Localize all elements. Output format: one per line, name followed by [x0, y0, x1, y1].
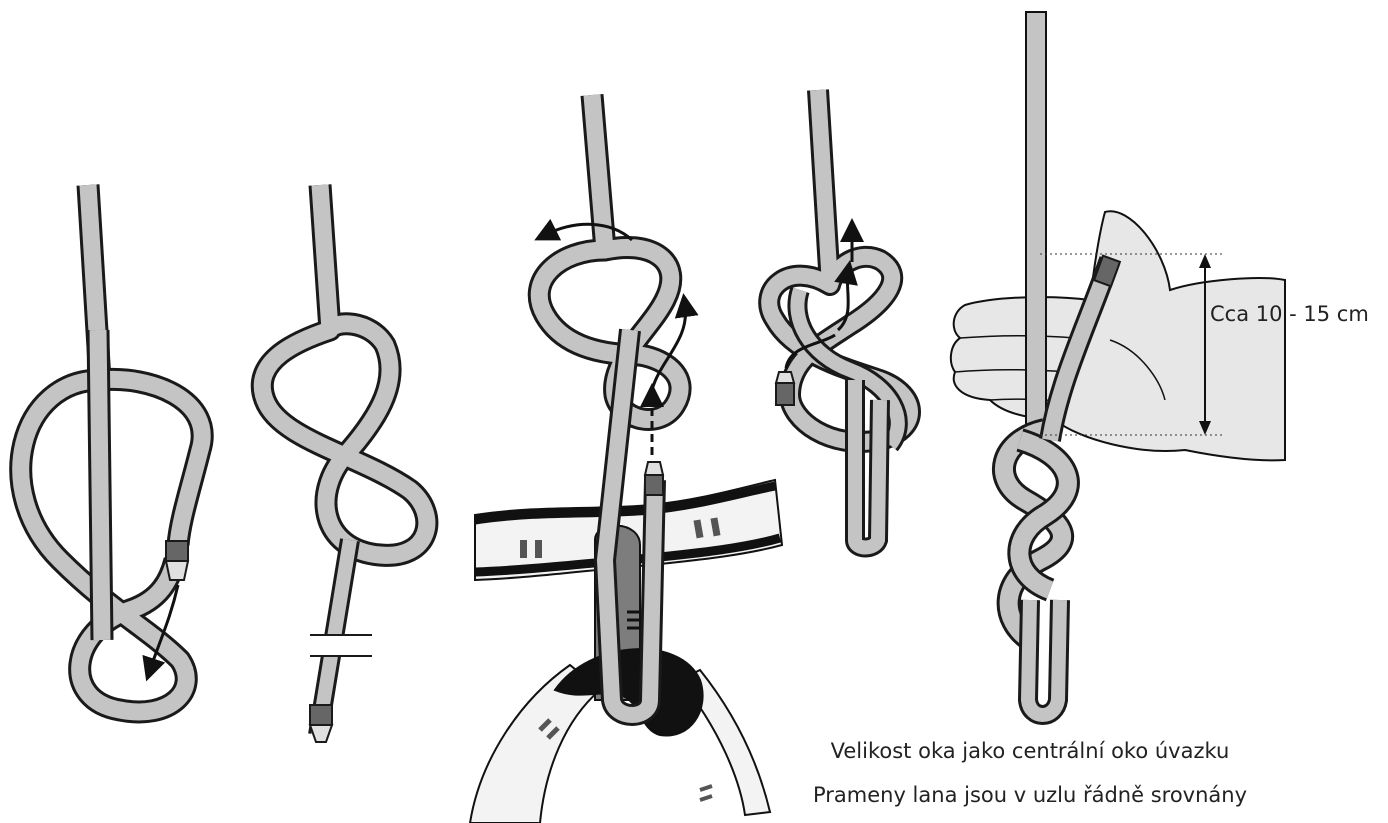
rope-tip — [644, 474, 664, 496]
step-1-loop-rope — [9, 184, 214, 724]
curved-arrow-icon — [650, 293, 699, 391]
step-3-threading-harness — [468, 94, 784, 823]
dimension-label: Cca 10 - 15 cm — [1210, 302, 1369, 326]
harness-leg-loop — [468, 663, 602, 823]
rope-tip — [309, 704, 333, 726]
caption-line-2: Prameny lana jsou v uzlu řádně srovnány — [813, 783, 1247, 807]
curved-arrow-icon — [142, 584, 180, 682]
step-2-figure-eight-rope — [251, 184, 439, 743]
step-5-finished-knot-with-hand — [949, 11, 1286, 725]
step-4-retraced-knot — [758, 89, 921, 558]
curved-arrow-icon — [534, 218, 634, 242]
caption-line-1: Velikost oka jako centrální oko úvazku — [831, 739, 1230, 763]
curved-arrow-icon — [834, 260, 858, 332]
rope-tip — [165, 540, 189, 562]
rope-tip — [1092, 254, 1122, 288]
rope-tip — [775, 382, 795, 406]
